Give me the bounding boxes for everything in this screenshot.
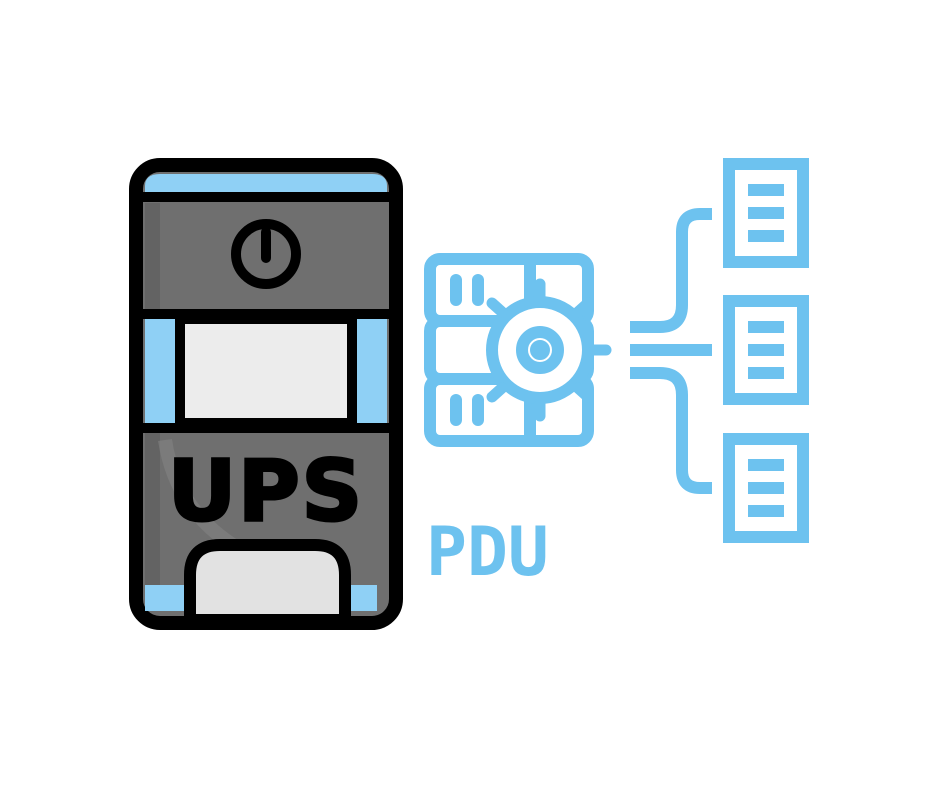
ups-bottom-slot xyxy=(184,539,351,626)
document-icon xyxy=(723,295,809,405)
power-button-icon xyxy=(231,219,301,289)
server-gear-icon xyxy=(424,253,612,447)
ups-device: UPS xyxy=(129,158,403,630)
pdu-label: PDU xyxy=(426,513,549,592)
distribution-connectors xyxy=(630,208,712,494)
document-icon xyxy=(723,158,809,268)
output-document-2 xyxy=(723,295,809,405)
ups-display-panel xyxy=(175,314,357,428)
output-document-3 xyxy=(723,433,809,543)
output-document-1 xyxy=(723,158,809,268)
ups-top-strip xyxy=(145,174,387,196)
document-icon xyxy=(723,433,809,543)
ups-label: UPS xyxy=(168,442,364,540)
